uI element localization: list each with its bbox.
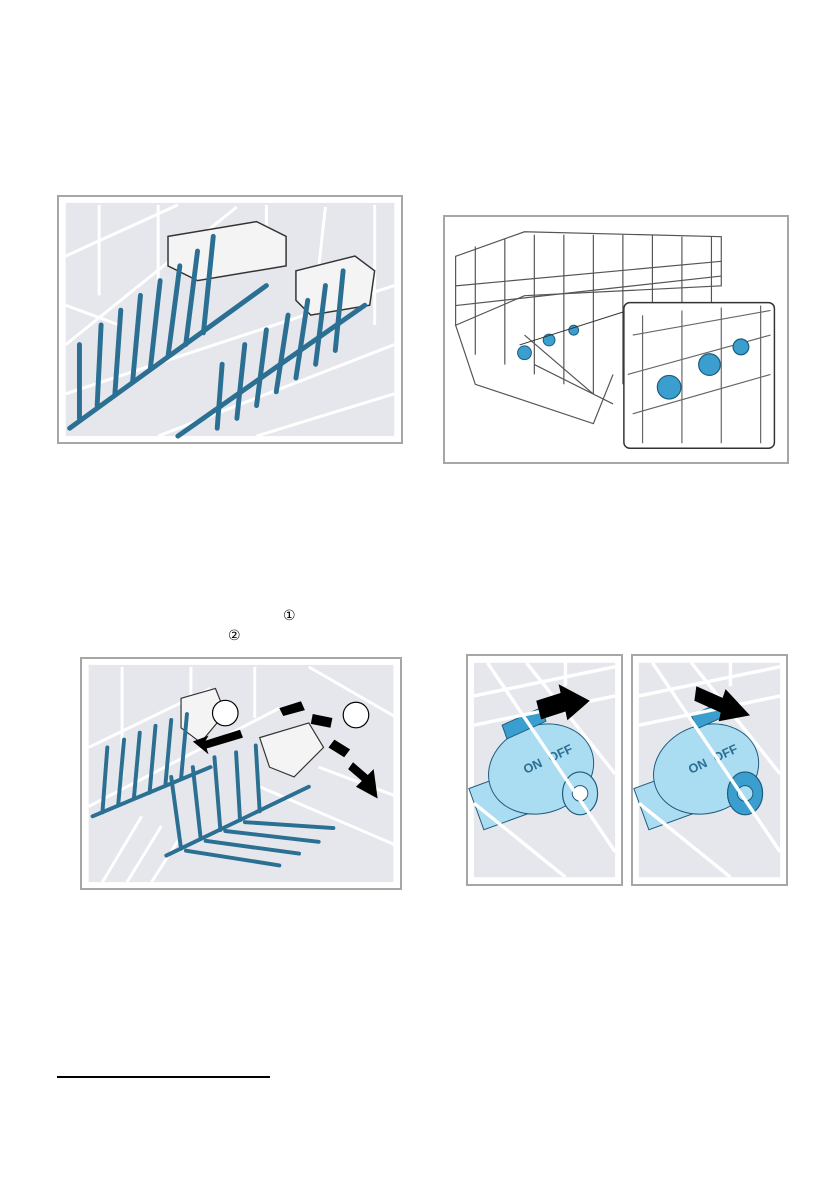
figure-fold-tine-rows (80, 657, 402, 890)
step-1-marker (212, 700, 238, 726)
nozzle-switch-off-illustration: ON OFF (633, 656, 786, 884)
figure-tine-rows-closeup (57, 195, 403, 444)
upper-basket-illustration (445, 217, 787, 462)
figure-upper-basket-spray-nozzles (443, 215, 789, 464)
callout-step-2-ref: ② (228, 628, 241, 644)
footnote-separator (57, 1076, 270, 1078)
figure-nozzle-switch-on: ON OFF (466, 654, 623, 886)
fold-tine-rows-illustration (82, 659, 400, 888)
tine-rows-illustration (59, 197, 401, 442)
step-2-marker (343, 702, 369, 728)
figure-nozzle-switch-off: ON OFF (631, 654, 788, 886)
nozzle-switch-on-illustration: ON OFF (468, 656, 621, 884)
callout-step-1-ref: ① (283, 608, 296, 624)
